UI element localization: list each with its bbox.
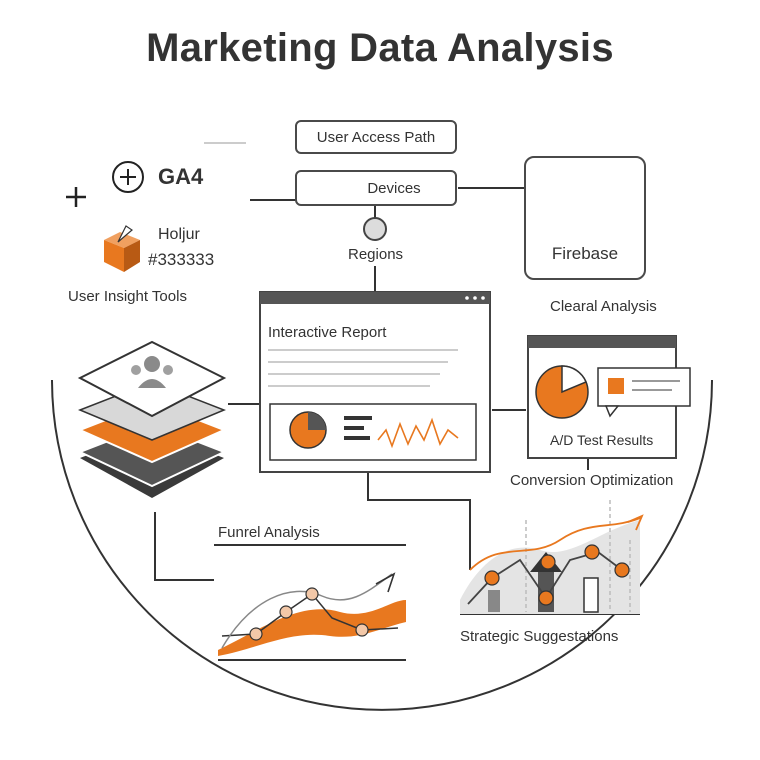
regions-dot-icon	[363, 217, 387, 241]
user-access-path-label: User Access Path	[316, 128, 436, 146]
devices-label: Devices	[367, 179, 421, 197]
connector-line	[367, 472, 471, 570]
clearal-analysis-label: Clearal Analysis	[550, 298, 657, 315]
conversion-optimization-label: Conversion Optimization	[510, 472, 674, 489]
ga4-label: GA4	[158, 164, 204, 189]
firebase-node: Firebase	[524, 156, 646, 280]
interactive-report-window	[259, 291, 491, 473]
plus-icon	[66, 187, 86, 207]
line-chart-icon	[377, 417, 459, 449]
regions-label: Regions	[348, 246, 404, 263]
hotjar-name-label: Holjur	[158, 226, 200, 243]
hotjar-code-label: #333333	[148, 250, 215, 269]
user-access-path-node: User Access Path	[295, 120, 457, 154]
hotjar-logo-icon	[104, 225, 140, 272]
user-insight-tools-label: User Insight Tools	[68, 288, 187, 305]
outer-arc	[51, 379, 713, 711]
page-title: Marketing Data Analysis	[146, 26, 614, 70]
users-group-icon	[131, 356, 173, 388]
pie-chart-icon	[289, 411, 327, 449]
layer-stack-icon	[77, 340, 227, 498]
connector-line	[154, 512, 214, 581]
interactive-report-label: Interactive Report	[268, 324, 387, 341]
firebase-label: Firebase	[551, 244, 619, 263]
circle-plus-icon	[112, 161, 144, 193]
funnel-chart	[214, 544, 406, 661]
ab-test-window	[527, 335, 691, 459]
ab-test-results-label: A/D Test Results	[550, 432, 654, 448]
strategic-suggestions-label: Strategic Suggestations	[460, 628, 619, 645]
funnel-analysis-label: Funrel Analysis	[218, 524, 320, 541]
strategy-chart	[460, 500, 644, 615]
devices-node: Devices	[295, 170, 457, 206]
